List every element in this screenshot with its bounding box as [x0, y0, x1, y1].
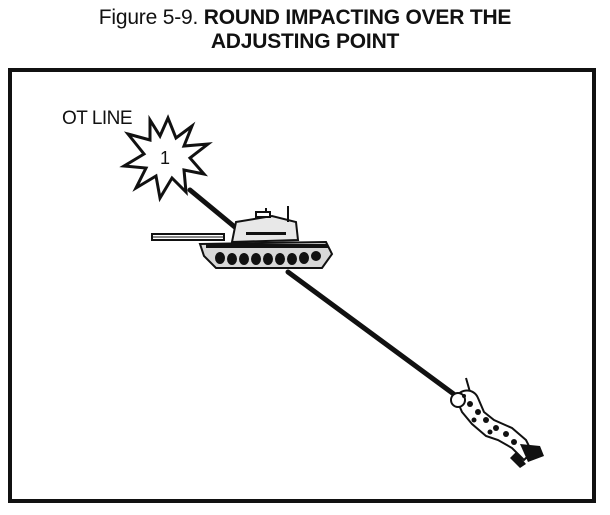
figure-heading-line-2: ADJUSTING POINT: [210, 30, 400, 53]
ot-line: [187, 187, 458, 398]
figure-title-line-1: Figure 5-9. ROUND IMPACTING OVER THE: [0, 6, 610, 30]
figure-heading-line-1: ROUND IMPACTING OVER THE: [203, 6, 512, 29]
impact-burst-icon: [119, 114, 213, 203]
ot-line-label: OT LINE: [62, 108, 133, 129]
figure-label: Figure 5-9.: [98, 6, 199, 29]
ot-line-segment-upper: [187, 187, 239, 231]
round-number-label: 1: [160, 148, 171, 168]
ot-line-segment-lower: [285, 269, 458, 398]
observer-soldier-icon: [450, 377, 544, 468]
figure-title: Figure 5-9. ROUND IMPACTING OVER THE ADJ…: [0, 6, 610, 54]
tank-icon: [151, 206, 334, 269]
